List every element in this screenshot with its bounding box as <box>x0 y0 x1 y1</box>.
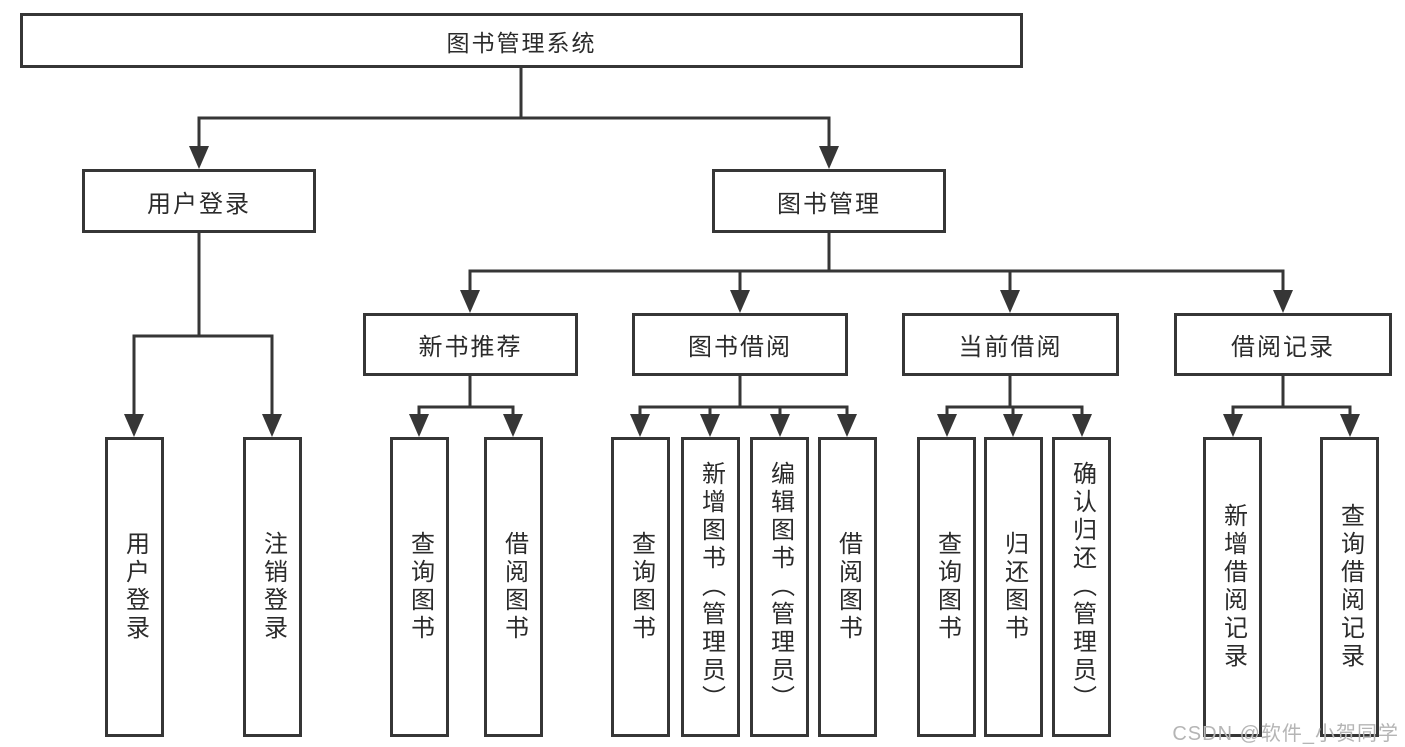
node-book-borrowing-label: 图书借阅 <box>688 334 792 361</box>
leaf-confirm-return-admin: 确认归还（管理员） <box>1052 437 1111 737</box>
leaf-return-books: 归还图书 <box>984 437 1043 737</box>
leaf-label: 归还图书 <box>1000 531 1028 643</box>
connector-book-mgmt-to-level3 <box>468 231 1285 295</box>
leaf-query-borrow-record: 查询借阅记录 <box>1320 437 1379 737</box>
leaf-add-borrow-record: 新增借阅记录 <box>1203 437 1262 737</box>
leaf-label: 编辑图书（管理员） <box>766 461 794 713</box>
leaf-query-books-new: 查询图书 <box>390 437 449 737</box>
connector-new-book-to-leaves <box>417 374 515 420</box>
leaf-label: 确认归还（管理员） <box>1068 461 1096 713</box>
leaf-label: 借阅图书 <box>834 531 862 643</box>
node-root: 图书管理系统 <box>20 13 1023 68</box>
arrowhead <box>189 146 209 169</box>
arrowhead <box>503 414 523 437</box>
arrowhead <box>1072 414 1092 437</box>
arrowhead <box>630 414 650 437</box>
arrowhead <box>1340 414 1360 437</box>
leaf-label: 新增借阅记录 <box>1219 503 1247 671</box>
arrowhead <box>460 290 480 313</box>
leaf-edit-books-admin: 编辑图书（管理员） <box>750 437 809 737</box>
leaf-label: 新增图书（管理员） <box>697 461 725 713</box>
leaf-query-books-current: 查询图书 <box>917 437 976 737</box>
leaf-user-login: 用户登录 <box>105 437 164 737</box>
arrowhead <box>770 414 790 437</box>
connector-current-borrow-to-leaves <box>945 374 1084 420</box>
leaf-label: 借阅图书 <box>500 531 528 643</box>
node-user-login-label: 用户登录 <box>147 190 251 218</box>
arrowhead <box>700 414 720 437</box>
connector-borrow-record-to-leaves <box>1231 374 1352 420</box>
leaf-label: 查询图书 <box>933 531 961 643</box>
arrowhead <box>819 146 839 169</box>
node-root-label: 图书管理系统 <box>446 29 597 56</box>
arrowhead <box>124 414 144 437</box>
arrowhead <box>262 414 282 437</box>
node-borrowing-records: 借阅记录 <box>1174 313 1392 376</box>
leaf-label: 注销登录 <box>259 531 287 643</box>
node-book-borrowing: 图书借阅 <box>632 313 848 376</box>
node-current-borrowing-label: 当前借阅 <box>958 334 1063 361</box>
arrowhead <box>1273 290 1293 313</box>
leaf-query-books-borrow: 查询图书 <box>611 437 670 737</box>
arrowhead <box>409 414 429 437</box>
arrowhead <box>1223 414 1243 437</box>
leaf-label: 查询图书 <box>406 531 434 643</box>
node-current-borrowing: 当前借阅 <box>902 313 1119 376</box>
connector-book-borrow-to-leaves <box>638 374 849 420</box>
leaf-logout-login: 注销登录 <box>243 437 302 737</box>
node-new-book-recommendation: 新书推荐 <box>363 313 578 376</box>
leaf-borrow-books: 借阅图书 <box>818 437 877 737</box>
arrowhead <box>730 290 750 313</box>
leaf-label: 查询图书 <box>627 531 655 643</box>
connector-user-login-to-leaves <box>132 231 274 420</box>
leaf-label: 查询借阅记录 <box>1336 503 1364 671</box>
node-user-login: 用户登录 <box>82 169 316 233</box>
leaf-borrow-books-new: 借阅图书 <box>484 437 543 737</box>
arrowhead <box>937 414 957 437</box>
node-book-management: 图书管理 <box>712 169 946 233</box>
leaf-add-books-admin: 新增图书（管理员） <box>681 437 740 737</box>
arrowhead <box>1000 290 1020 313</box>
arrowhead <box>837 414 857 437</box>
leaf-label: 用户登录 <box>121 531 149 643</box>
connector-root-to-level2 <box>197 65 831 150</box>
arrowhead <box>1003 414 1023 437</box>
node-book-management-label: 图书管理 <box>777 190 881 218</box>
node-borrowing-records-label: 借阅记录 <box>1231 334 1335 361</box>
watermark: CSDN @软件_小贺同学 <box>1172 723 1399 745</box>
node-new-book-recommendation-label: 新书推荐 <box>418 334 523 361</box>
